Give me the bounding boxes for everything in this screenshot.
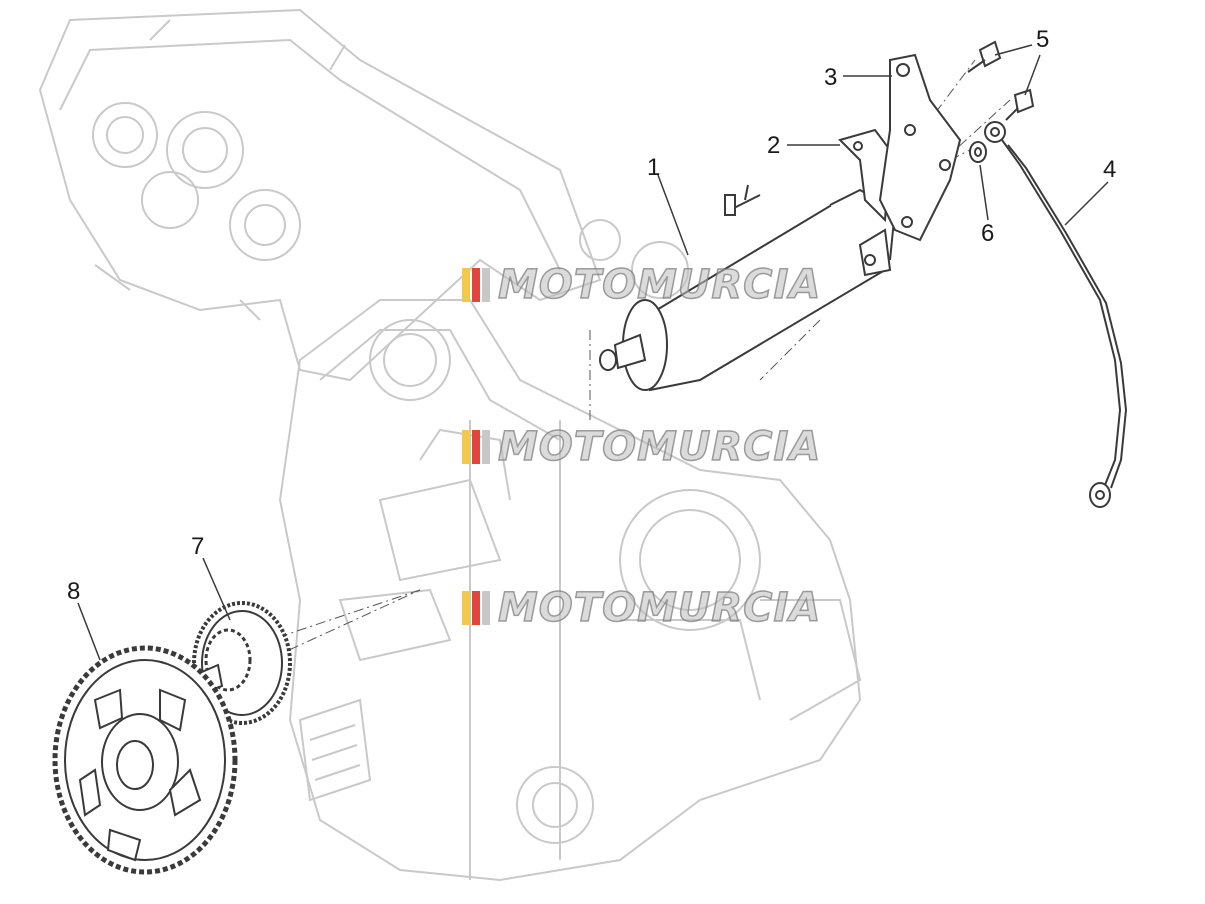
bolts-part — [967, 40, 1035, 121]
watermark-flag-icon — [462, 430, 492, 464]
callout-leader-lines — [77, 44, 1109, 661]
callout-7: 7 — [191, 533, 205, 560]
large-gear-part — [52, 645, 238, 875]
callout-8: 8 — [67, 578, 81, 605]
bracket-part — [838, 128, 892, 223]
callout-4: 4 — [1103, 156, 1117, 183]
washer-part — [969, 141, 987, 163]
starter-motor-part — [599, 184, 897, 392]
watermark-top: MOTOMURCIA — [462, 261, 822, 309]
callout-5: 5 — [1036, 26, 1050, 53]
mounting-plate-part — [878, 53, 962, 242]
watermark-text: MOTOMURCIA — [497, 423, 822, 471]
callout-6: 6 — [981, 220, 995, 247]
ground-cable-part — [984, 121, 1128, 508]
callout-1: 1 — [647, 154, 661, 181]
double-gear-part — [192, 601, 292, 725]
watermark-text: MOTOMURCIA — [497, 261, 822, 309]
engine-casing-drawing — [38, 8, 862, 882]
watermark-text: MOTOMURCIA — [497, 584, 822, 632]
watermark-bottom: MOTOMURCIA — [462, 584, 822, 632]
watermark-middle: MOTOMURCIA — [462, 423, 822, 471]
callout-2: 2 — [767, 132, 781, 159]
callout-3: 3 — [824, 64, 838, 91]
watermark-flag-icon — [462, 268, 492, 302]
watermark-flag-icon — [462, 591, 492, 625]
